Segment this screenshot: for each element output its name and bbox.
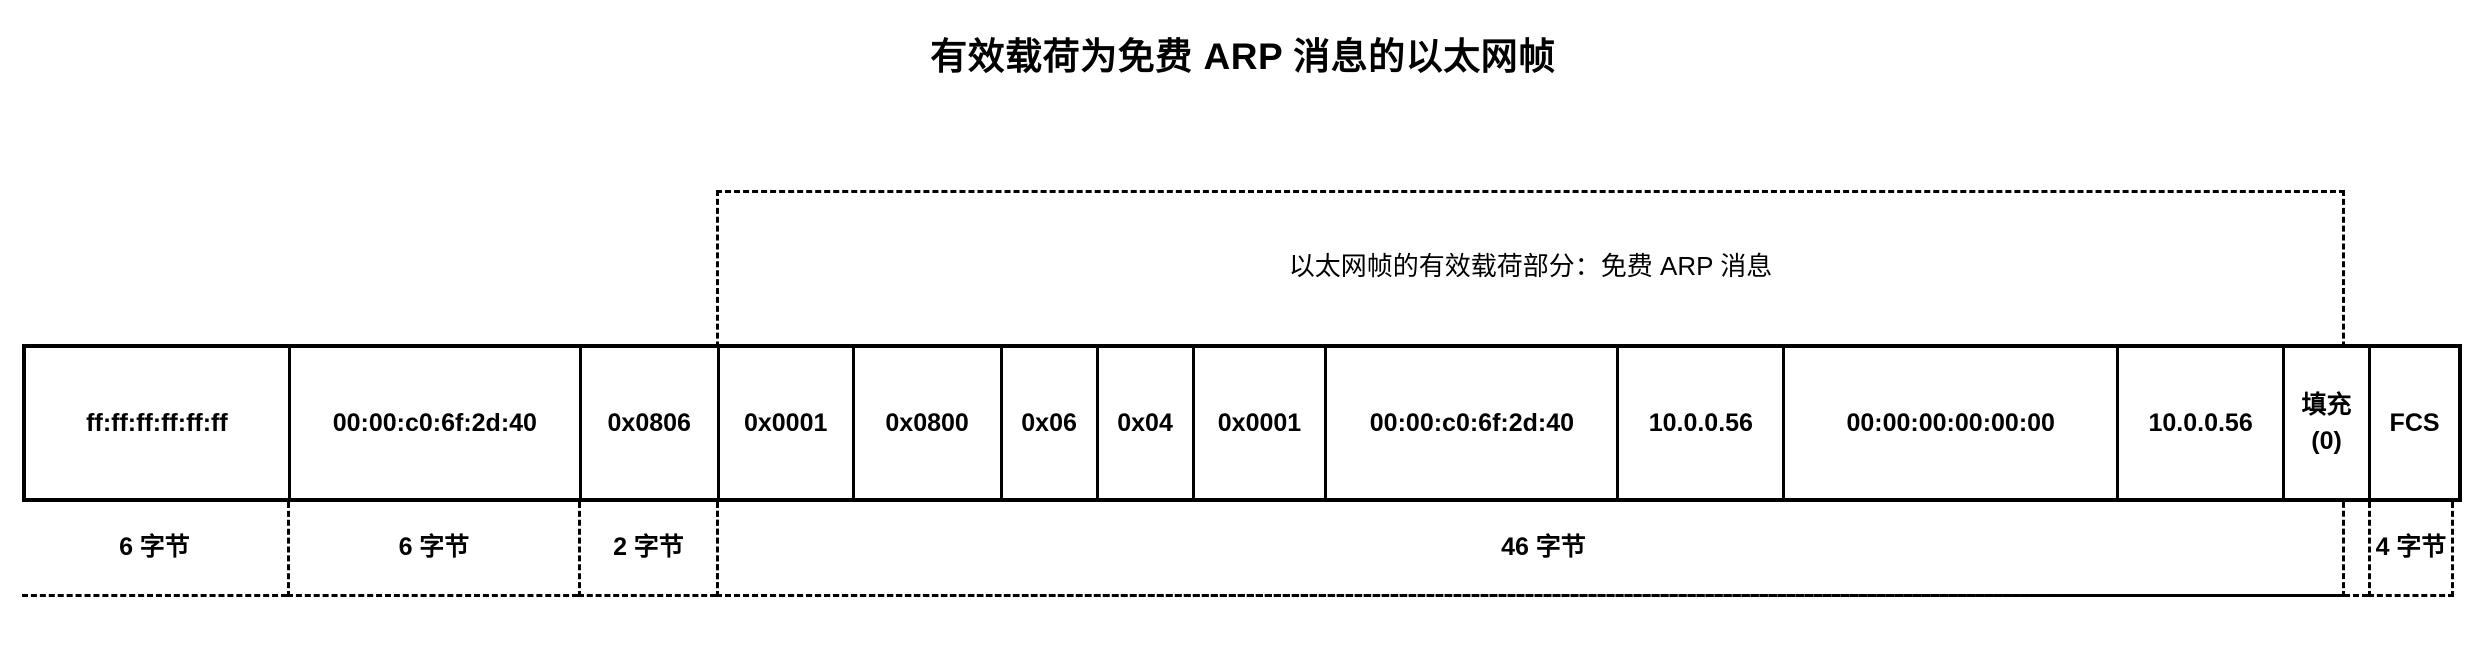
frame-cell-fcs: FCS	[2389, 408, 2440, 437]
size-annotation-row: 6 字节 6 字节 2 字节 46 字节 4 字节	[22, 502, 2462, 597]
frame-cell-arp-hw-type: 0x0001	[720, 348, 855, 498]
frame-cell-target-ip: 10.0.0.56	[2119, 348, 2286, 498]
size-label-payload: 46 字节	[716, 502, 2368, 597]
size-label-fcs: 4 字节	[2368, 502, 2454, 597]
frame-cell-padding: 填充(0)	[2285, 348, 2372, 498]
frame-cell-sender-ip: 10.0.0.56	[1619, 348, 1786, 498]
page-title: 有效载荷为免费 ARP 消息的以太网帧	[930, 36, 1556, 77]
frame-cell-arp-hw-len: 0x06	[1003, 348, 1099, 498]
payload-label: 以太网帧的有效载荷部分：免费 ARP 消息	[1288, 251, 1773, 281]
size-label-ethertype: 2 字节	[578, 502, 716, 597]
frame-cell-arp-proto-len: 0x04	[1099, 348, 1195, 498]
ethernet-frame-row: ff:ff:ff:ff:ff:ff 00:00:c0:6f:2d:40 0x08…	[22, 344, 2462, 502]
frame-cell-sender-mac: 00:00:c0:6f:2d:40	[1327, 348, 1620, 498]
frame-cell-src-mac: 00:00:c0:6f:2d:40	[291, 348, 582, 498]
frame-cell-arp-opcode: 0x0001	[1195, 348, 1328, 498]
frame-cell-target-mac: 00:00:00:00:00:00	[1785, 348, 2120, 498]
frame-cell-arp-proto-type: 0x0800	[855, 348, 1003, 498]
size-label-src-mac: 6 字节	[287, 502, 578, 597]
size-label-dest-mac: 6 字节	[22, 502, 287, 597]
frame-cell-dest-mac: ff:ff:ff:ff:ff:ff	[26, 348, 291, 498]
frame-cell-ethertype: 0x0806	[582, 348, 720, 498]
